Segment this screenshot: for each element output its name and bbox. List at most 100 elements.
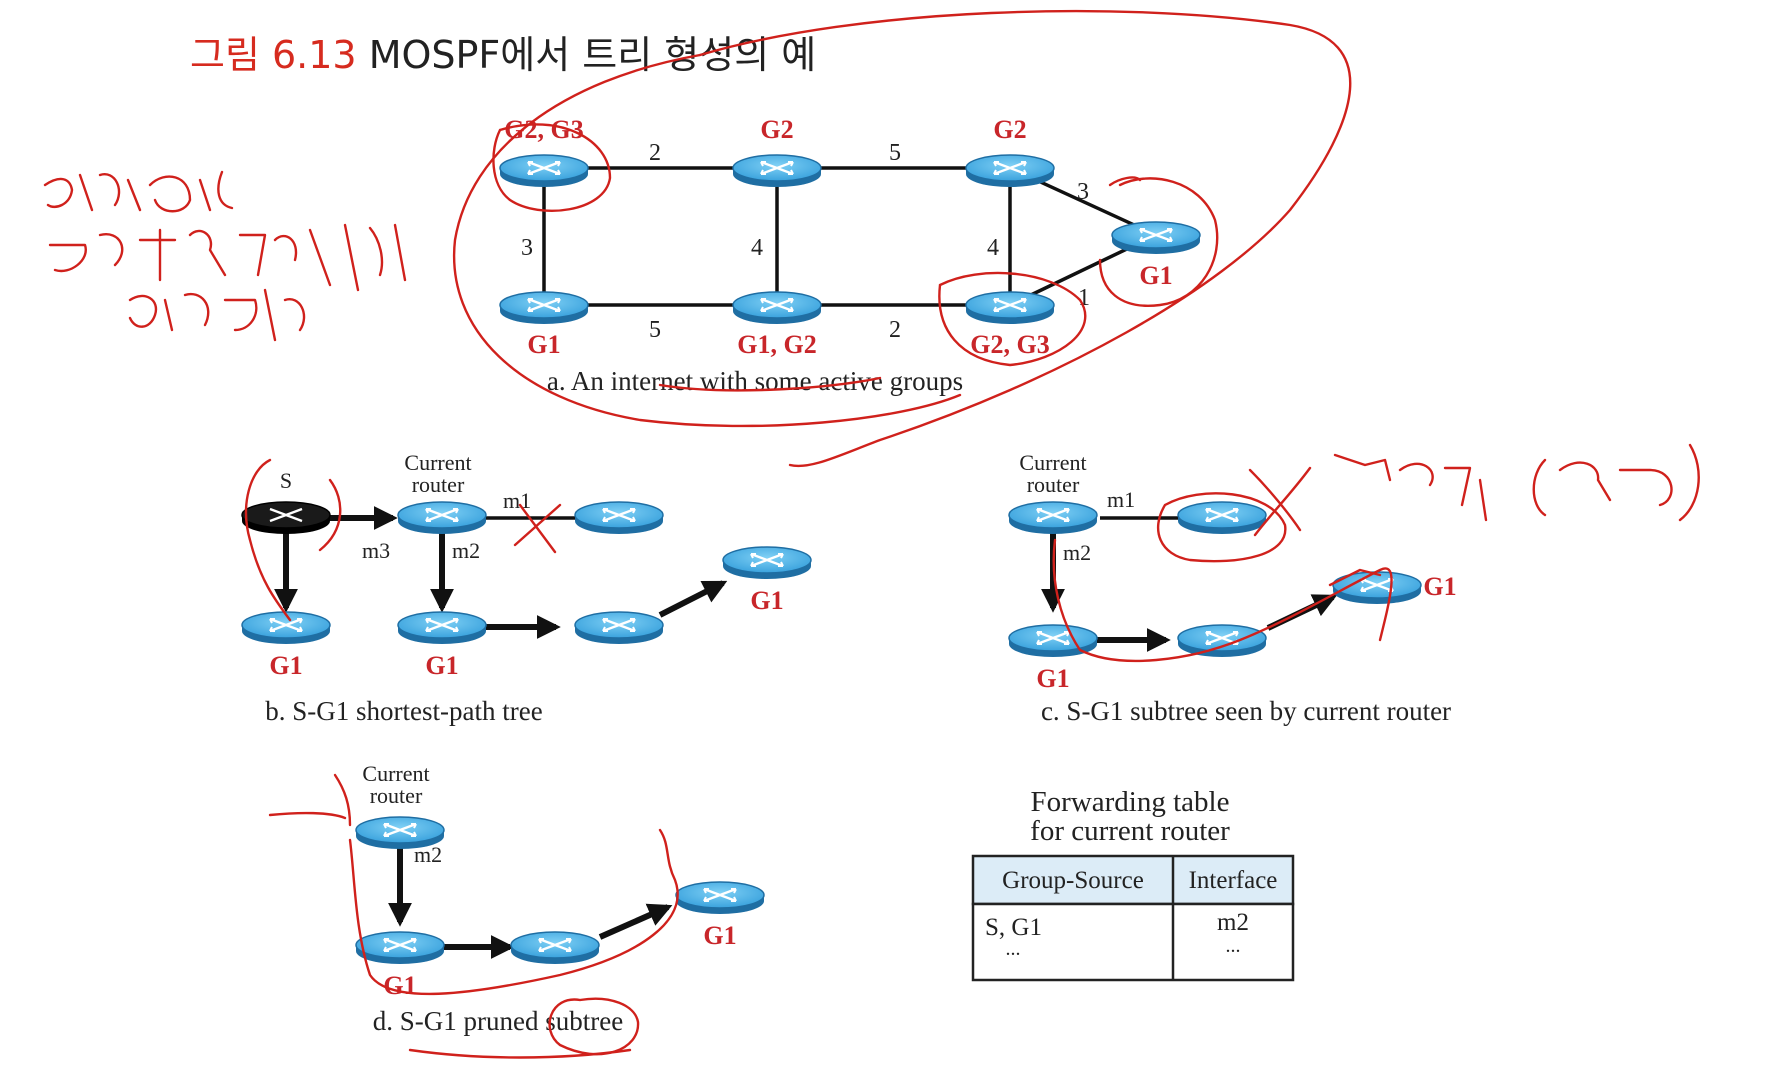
link-weight: 5: [889, 140, 901, 166]
ink-path: [1328, 568, 1382, 587]
ink-loop: [492, 123, 612, 212]
panel-c-caption: c. S-G1 subtree seen by current router: [1041, 696, 1451, 726]
group-label: G1: [527, 330, 560, 359]
router-icon: [1176, 500, 1268, 536]
router-icon: [1110, 220, 1202, 256]
group-label: G1: [383, 971, 416, 1000]
panel-b: S Current router m1 m2 m3 G1 G1 G1 b. S-…: [240, 450, 813, 726]
handwritten-annotations: [43, 9, 1700, 1059]
current-router-label-line2: router: [1027, 472, 1080, 497]
interface-label: m3: [362, 538, 390, 563]
current-router-label-line1: Current: [362, 761, 429, 786]
router-icon: [396, 610, 488, 646]
interface-label: m2: [452, 538, 480, 563]
group-label: G1: [750, 586, 783, 615]
table-header-cell: Interface: [1189, 867, 1278, 894]
ink-underline: [658, 376, 882, 392]
group-label: G1: [1036, 664, 1069, 693]
link-weight: 2: [649, 140, 661, 166]
router-icon: [964, 290, 1056, 326]
interface-label: m1: [1107, 487, 1135, 512]
router-icon: [1176, 623, 1268, 659]
router-icon: [721, 545, 813, 581]
router-icon: [1007, 500, 1099, 536]
ink-scribble: [48, 223, 407, 292]
table-cell: ...: [1006, 938, 1021, 960]
table-cell: m2: [1217, 909, 1249, 936]
router-icon: [396, 500, 488, 536]
ink-x: [513, 503, 562, 554]
group-label: G1: [269, 651, 302, 680]
group-label: G1, G2: [737, 330, 816, 359]
tree-arrow: [598, 903, 673, 940]
router-icon: [674, 880, 766, 916]
ink-scribble: [128, 288, 306, 342]
interface-label: m2: [414, 842, 442, 867]
current-router-label-line2: router: [370, 783, 423, 808]
interface-label: m1: [503, 488, 531, 513]
table-cell: S, G1: [985, 914, 1042, 941]
router-icon: [731, 153, 823, 189]
ink-underline: [408, 1048, 632, 1059]
ink-loop: [1108, 176, 1142, 187]
tree-arrow: [658, 580, 728, 618]
group-label: G2: [760, 115, 793, 144]
link-weight: 4: [987, 235, 999, 261]
group-label: G2: [993, 115, 1026, 144]
source-router-icon: [240, 500, 332, 536]
ink-scribble: [1333, 443, 1700, 522]
ink-path: [1052, 538, 1393, 663]
current-router-label-line1: Current: [1019, 450, 1086, 475]
panel-d-caption: d. S-G1 pruned subtree: [373, 1006, 623, 1036]
router-icon: [498, 153, 590, 189]
router-icon: [498, 290, 590, 326]
link-weight: 3: [1077, 179, 1089, 205]
ink-loop: [1098, 177, 1219, 307]
ink-scribble: [268, 773, 352, 827]
router-icon: [509, 930, 601, 966]
link-weight: 1: [1078, 285, 1090, 311]
link-weight: 3: [521, 235, 533, 261]
table-body: [971, 902, 1295, 982]
table-cell: ...: [1226, 935, 1241, 957]
current-router-label-line1: Current: [404, 450, 471, 475]
link-weight: 2: [889, 317, 901, 343]
router-icon: [964, 153, 1056, 189]
figure-title: 그림 6.13 MOSPF에서 트리 형성의 예: [190, 33, 816, 77]
router-icon: [354, 930, 446, 966]
forwarding-table: Forwarding table for current router Grou…: [971, 786, 1295, 982]
group-label: G1: [1423, 572, 1456, 601]
panel-d: Current router m2 G1 G1 d. S-G1 pruned s…: [354, 761, 766, 1036]
interface-label: m2: [1063, 540, 1091, 565]
group-label: G1: [425, 651, 458, 680]
source-label: S: [280, 468, 292, 493]
current-router-label-line2: router: [412, 472, 465, 497]
link-weight: 5: [649, 317, 661, 343]
forwarding-table-title-line1: Forwarding table: [1031, 786, 1230, 818]
ink-loop: [698, 9, 1352, 468]
group-label: G1: [703, 921, 736, 950]
group-label: G2, G3: [970, 330, 1049, 359]
ink-loop: [938, 271, 1087, 367]
ink-loop: [452, 53, 962, 428]
router-icon: [573, 500, 665, 536]
table-header-row: [971, 854, 1295, 906]
ink-scribble: [43, 170, 234, 213]
link-weight: 4: [751, 235, 763, 261]
figure-title-rest: MOSPF에서 트리 형성의 예: [357, 33, 817, 77]
forwarding-table-title-line2: for current router: [1030, 815, 1230, 847]
ink-path: [348, 828, 679, 996]
router-icon: [240, 610, 332, 646]
panel-b-caption: b. S-G1 shortest-path tree: [265, 696, 542, 726]
router-icon: [731, 290, 823, 326]
group-label: G1: [1139, 261, 1172, 290]
ink-x: [1248, 466, 1312, 537]
router-icon: [573, 610, 665, 646]
figure-title-prefix: 그림 6.13: [190, 33, 357, 77]
panel-a-caption: a. An internet with some active groups: [547, 366, 963, 396]
panel-c: Current router m1 m2 G1 G1 c. S-G1 subtr…: [1007, 450, 1457, 726]
table-header-cell: Group-Source: [1002, 867, 1144, 894]
ink-loop: [318, 478, 342, 552]
